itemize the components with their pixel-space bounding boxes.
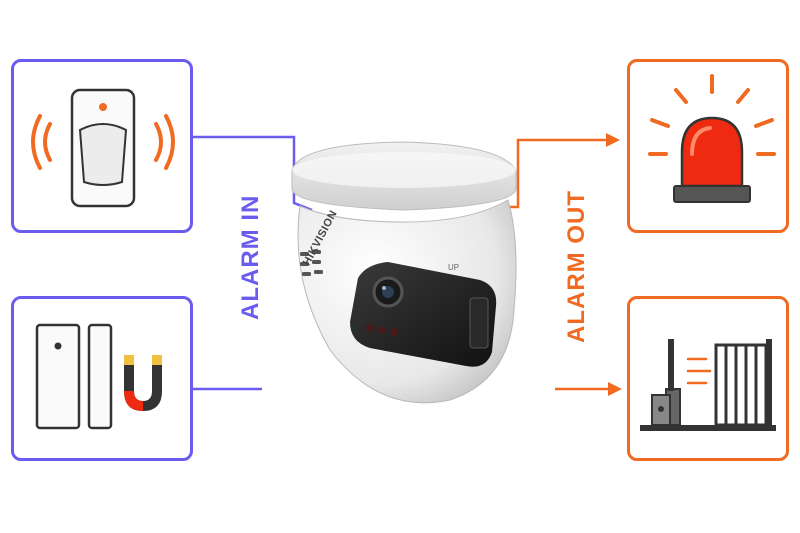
alarm-out-arrow-top [606,133,620,147]
motion-sensor-box [11,59,193,233]
alarm-out-line-top [508,138,610,209]
dome-camera-icon: UP [291,141,517,404]
alarm-out-label: ALARM OUT [563,190,590,343]
siren-box [627,59,789,233]
motion-sensor-icon [31,88,175,208]
siren-light-icon [648,74,776,203]
gate-box [627,296,789,461]
svg-text:UP: UP [448,263,459,272]
door-contact-sensor-icon [35,323,162,430]
alarm-in-label: ALARM IN [237,194,264,320]
door-contact-box [11,296,193,461]
alarm-out-arrow-bottom [608,382,622,396]
gate-opener-icon [640,339,776,431]
